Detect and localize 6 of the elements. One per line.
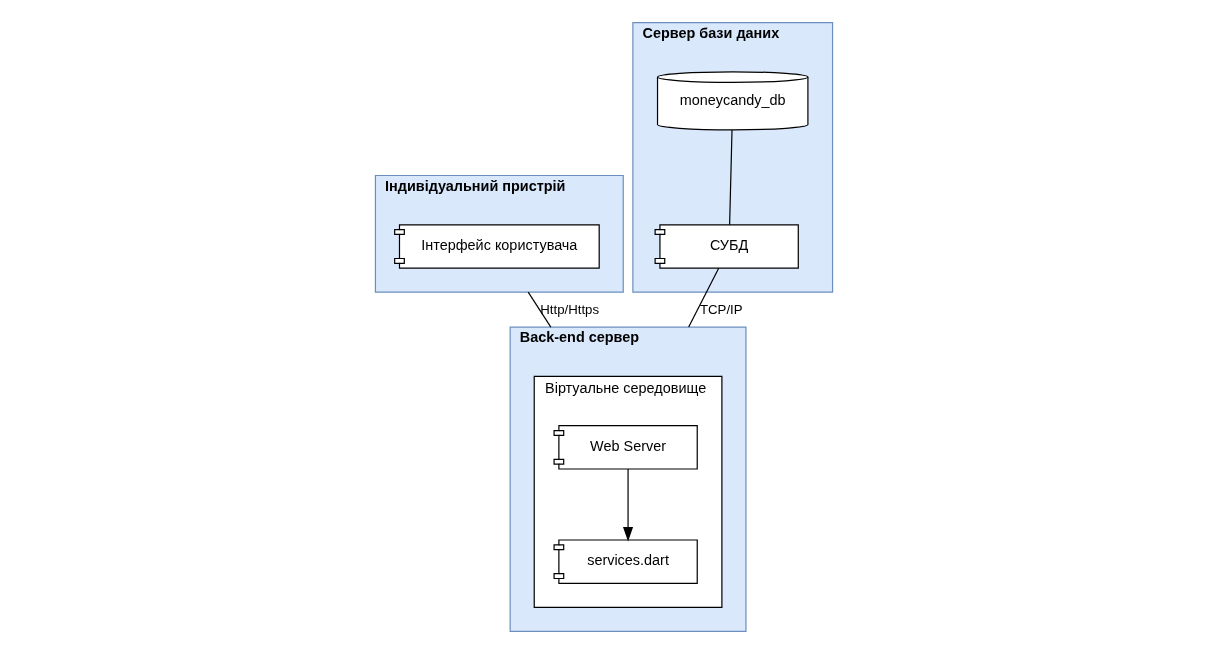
- connector: [527, 291, 552, 328]
- edge-label: Http/Https: [540, 301, 600, 317]
- connector: [688, 267, 720, 328]
- edge-label: TCP/IP: [699, 301, 743, 317]
- arrow: [623, 468, 634, 542]
- connector: [729, 129, 733, 226]
